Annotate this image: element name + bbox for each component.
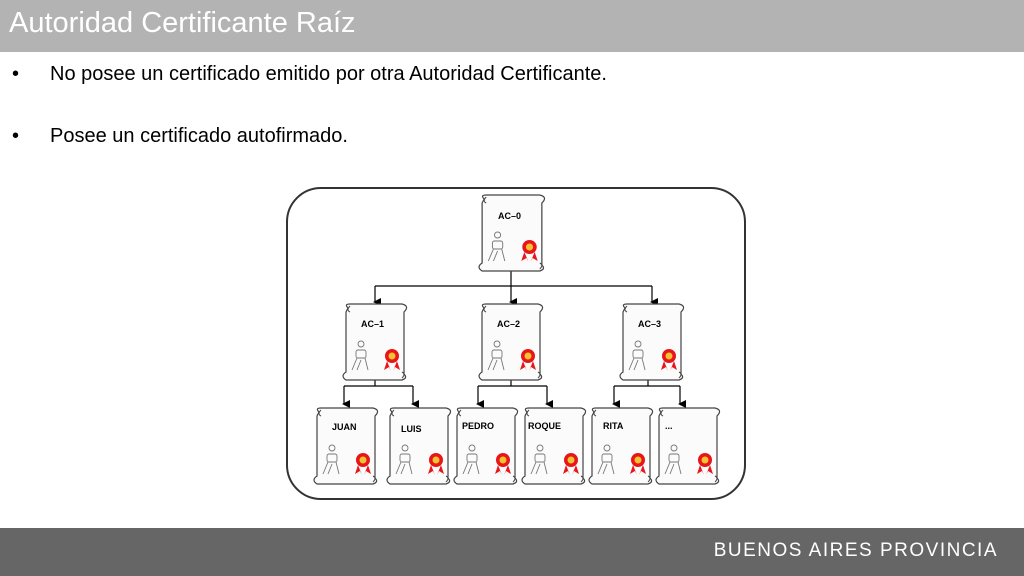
footer-brand: BUENOS AIRES PROVINCIA [713,540,998,561]
leaf-certificate-roque [521,407,587,485]
leaf-certificate-juan [313,407,379,485]
intermediate-certificate-3 [619,303,685,381]
certificate-hierarchy-diagram: AC–0 AC–1 AC–2 AC–3 JUAN LUIS PEDRO ROQU… [285,186,747,506]
bullet-marker: • [12,125,20,147]
cert-label-ac2: AC–2 [497,319,520,329]
cert-label-pedro: PEDRO [462,421,494,431]
intermediate-certificate-1 [342,303,408,381]
bullet-text-1: No posee un certificado emitido por otra… [50,63,607,85]
diagram-svg: AC–0 AC–1 AC–2 AC–3 JUAN LUIS PEDRO ROQU… [286,187,746,500]
title-bar: Autoridad Certificante Raíz [0,0,1024,52]
bullet-text-2: Posee un certificado autofirmado. [50,125,348,147]
cert-label-roque: ROQUE [528,421,561,431]
cert-label-root: AC–0 [498,211,521,221]
intermediate-certificate-2 [478,303,544,381]
connectors [342,266,686,408]
leaf-certificate-luis [386,407,452,485]
leaf-certificate-pedro [453,407,519,485]
slide-title: Autoridad Certificante Raíz [9,7,356,39]
cert-label-ac1: AC–1 [361,319,384,329]
cert-label-luis: LUIS [401,424,422,434]
root-certificate [478,194,546,272]
cert-label-juan: JUAN [332,422,357,432]
cert-label-ellipsis: ... [665,421,673,431]
leaf-certificate-ellipsis [655,407,721,485]
bullet-marker: • [12,63,20,85]
footer-bar: BUENOS AIRES PROVINCIA [0,528,1024,576]
cert-label-ac3: AC–3 [638,319,661,329]
diagram-frame [286,187,746,500]
cert-label-rita: RITA [603,421,624,431]
leaf-certificate-rita [588,407,654,485]
